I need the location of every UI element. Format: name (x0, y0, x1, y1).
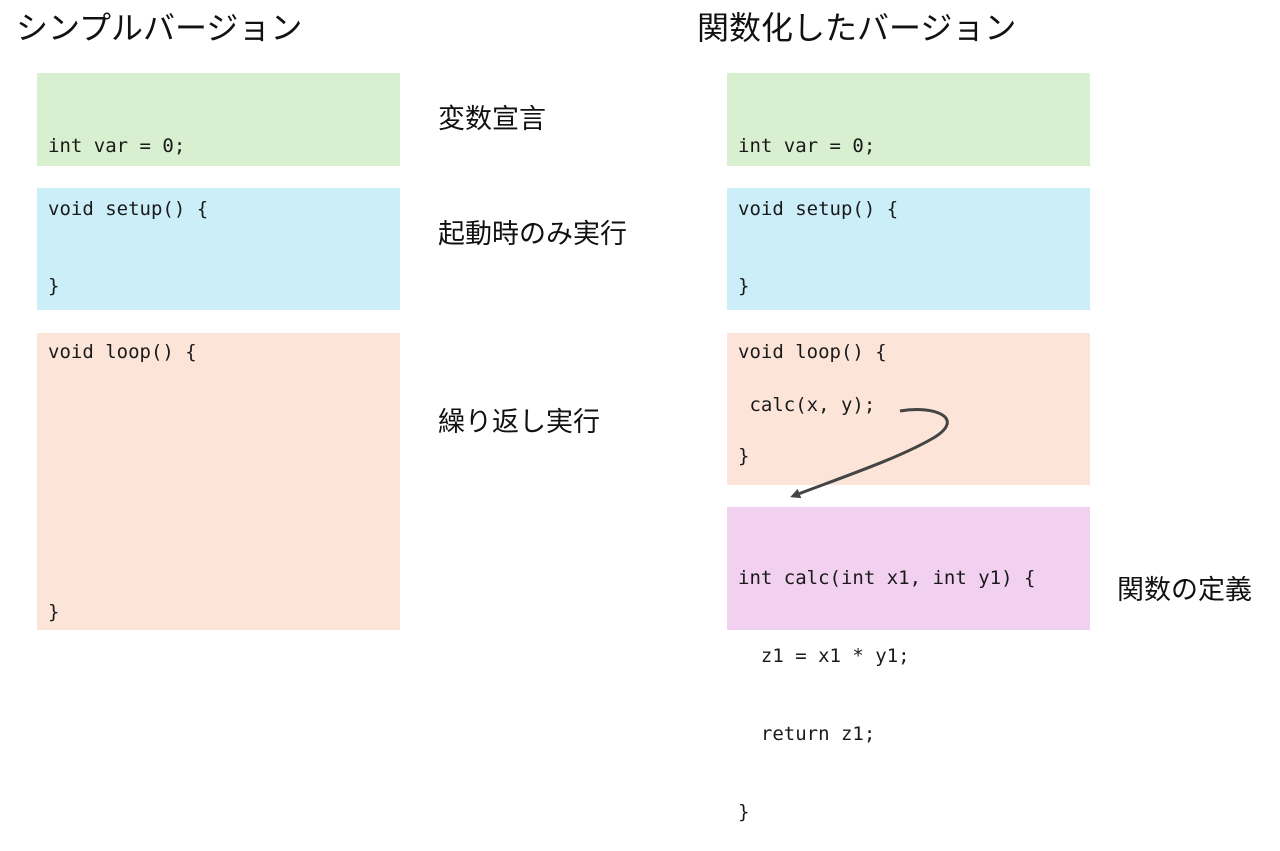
code-line: } (738, 275, 750, 297)
function-version-heading: 関数化したバージョン (697, 9, 1017, 47)
func-def-label: 関数の定義 (1117, 575, 1252, 606)
func-loop-block: void loop() { calc(x, y); } (727, 333, 1090, 485)
code-line: int calc(int x1, int y1) { (738, 567, 1036, 589)
loop-label: 繰り返し実行 (438, 407, 600, 438)
simple-version-heading: シンプルバージョン (16, 9, 303, 47)
simple-var-decl-block: int var = 0; (37, 73, 400, 166)
code-line: int var = 0; (48, 135, 186, 157)
setup-label: 起動時のみ実行 (438, 219, 627, 250)
simple-setup-block: void setup() { } (37, 188, 400, 310)
calc-function-block: int calc(int x1, int y1) { z1 = x1 * y1;… (727, 507, 1090, 823)
simple-loop-block: void loop() { } (37, 333, 400, 630)
code-line: } (48, 601, 60, 623)
code-line: } (48, 275, 60, 297)
func-var-decl-block: int var = 0; (727, 73, 1090, 166)
var-decl-label: 変数宣言 (438, 104, 546, 135)
code-line: void setup() { (48, 198, 209, 220)
code-line: z1 = x1 * y1; (738, 645, 910, 667)
code-line: void loop() { (48, 341, 197, 363)
func-setup-block: void setup() { } (727, 188, 1090, 310)
code-line: return z1; (738, 723, 876, 745)
calc-call-line: calc(x, y); (738, 394, 876, 416)
code-line: int var = 0; (738, 135, 876, 157)
code-line: void setup() { (738, 198, 899, 220)
code-line: } (738, 445, 750, 467)
code-line: void loop() { (738, 341, 887, 363)
code-line: } (738, 801, 750, 823)
